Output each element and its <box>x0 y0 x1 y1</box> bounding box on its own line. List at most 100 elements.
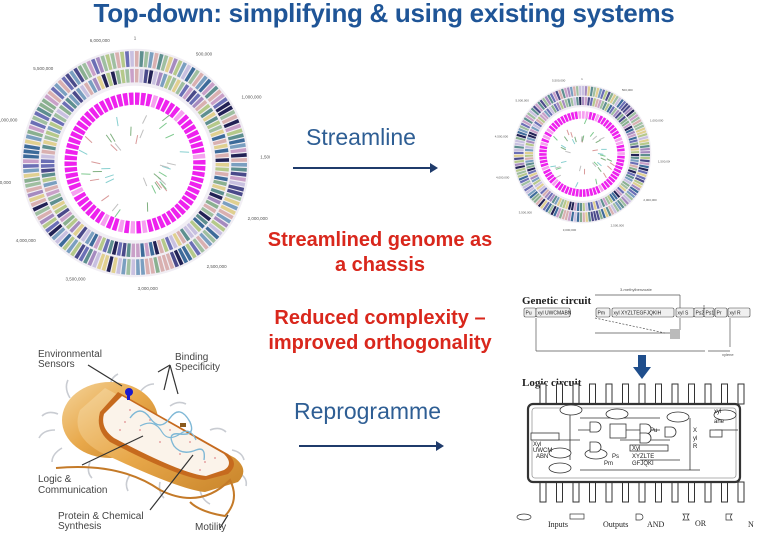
streamline-label: Streamline <box>306 124 416 150</box>
reduced-complexity-text: Reduced complexity – improved orthogonal… <box>240 306 520 356</box>
label-logic-1: Logic & <box>38 474 72 485</box>
legend-input-symbol <box>516 513 532 521</box>
gene-label: Pu <box>526 311 532 317</box>
chip-pin <box>688 383 695 405</box>
legend-not-symbol <box>725 513 733 521</box>
gene-label: xyl UWCMABN <box>538 311 572 317</box>
large-genome-tick-label: 1 <box>134 36 137 41</box>
streamlined-line-1: Streamlined genome as <box>267 229 493 251</box>
small-genome-tick-label: 2,000,000 <box>643 198 657 202</box>
chip-pin <box>556 383 563 405</box>
label-binding-specificity-2: Specificity <box>175 362 220 373</box>
dna-strand-2 <box>139 422 197 441</box>
legend-or: OR <box>695 519 707 528</box>
gene-label: Pm <box>598 311 606 317</box>
logic-inner-label: yl <box>693 436 697 442</box>
small-genome-tick-label: 1 <box>581 77 583 81</box>
large-genome-tick-label: 3,500,000 <box>66 276 87 281</box>
gene-box <box>714 307 728 318</box>
gene-box <box>595 307 611 318</box>
and-gates <box>589 421 677 453</box>
gene-label: Pr <box>717 311 722 317</box>
legend-outputs: Outputs <box>603 520 628 529</box>
label-binding-specificity-1: Binding <box>175 352 208 363</box>
output-nodes <box>530 423 723 452</box>
small-genome-tick-label: 500,000 <box>622 88 633 92</box>
small-genome-tick-label: 2,500,000 <box>611 224 625 228</box>
chip-pin <box>589 481 596 503</box>
genetic-bottom-label: xylene <box>722 352 734 357</box>
legend-n: N <box>748 520 754 529</box>
chip-pin <box>704 481 712 503</box>
small-genome-tick-label: 4,500,000 <box>495 134 509 138</box>
chip-pin <box>622 481 629 503</box>
small-genome-tick-label: 4,000,000 <box>496 176 510 180</box>
operator-grid <box>670 329 680 339</box>
legend-inputs: Inputs <box>548 520 568 529</box>
small-genome-inner-features <box>550 118 615 188</box>
large-genome-tick-label: 2,000,000 <box>248 216 269 221</box>
gene-label: xyl XYZLTEGFJQKIH <box>614 311 662 317</box>
logic-inner-label: ABN <box>536 454 548 460</box>
chip-pin <box>737 383 745 405</box>
chip-pin <box>737 481 745 503</box>
gene-label: xyl S <box>678 311 690 317</box>
genetic-circuit-heading: Genetic circuit <box>522 295 591 307</box>
gene-box <box>703 307 715 318</box>
small-genome-tick-label: 1,500,000 <box>658 159 670 163</box>
chip-pin <box>556 481 563 503</box>
chip-pin <box>605 481 613 503</box>
label-protein-1: Protein & Chemical <box>58 511 144 522</box>
small-genome-inner <box>535 107 629 201</box>
chip-pin <box>589 383 596 405</box>
chip-pins-bottom <box>539 481 745 503</box>
label-logic-2: Communication <box>38 485 107 496</box>
chip-pin <box>572 481 580 503</box>
logic-inner-label: Xyl <box>632 446 640 452</box>
small-genome-magenta-ring <box>539 111 625 197</box>
small-genome-tick-label: 5,500,000 <box>552 79 566 83</box>
large-genome-tick-label: 4,000,000 <box>16 238 37 243</box>
small-genome-tick-label: 1,000,000 <box>650 119 664 123</box>
legend-and-symbol <box>635 513 644 521</box>
large-genome-tick-label: 4,500,000 <box>0 180 11 185</box>
logic-circuit-heading: Logic circuit <box>522 377 582 389</box>
ribosomes <box>119 409 216 471</box>
chip-pin <box>721 383 728 405</box>
sensor-stem <box>127 394 130 400</box>
logic-inner-label: ahe <box>714 419 725 425</box>
chip-pin <box>539 383 547 405</box>
flagellum <box>55 465 235 518</box>
gene-box <box>611 307 675 318</box>
large-genome-tick-label: 6,000,000 <box>90 38 111 43</box>
small-genome-tick-label: 5,000,000 <box>516 98 530 102</box>
genome-map-large: 1500,0001,000,0001,500,0002,000,0002,500… <box>0 36 270 291</box>
large-genome-tick-label: 5,500,000 <box>33 66 54 71</box>
chip-pin <box>638 481 646 503</box>
reduced-line-1: Reduced complexity – <box>274 307 486 329</box>
gene-box <box>727 307 751 318</box>
label-environmental-sensors-1: Environmental <box>38 349 102 360</box>
large-genome-tick-label: 1,000,000 <box>241 95 262 100</box>
slide-title: Top-down: simplifying & using existing s… <box>93 0 675 28</box>
chip-pin <box>721 481 728 503</box>
large-genome-inner-features <box>78 114 190 218</box>
large-genome-tick-label: 1,500,000 <box>260 155 270 160</box>
chip-pin <box>704 383 712 405</box>
large-genome-magenta-ring <box>64 92 206 234</box>
logic-circuit: Logic circuit XylUWCMABNXylXYZLTEGFJQKIP… <box>516 377 754 529</box>
logic-inner-label: Ps <box>612 454 619 460</box>
chip-pin <box>572 383 580 405</box>
logic-inner-label: X <box>693 428 697 434</box>
large-genome-tick-label: 5,000,000 <box>0 117 18 122</box>
large-genome-second-ring <box>40 68 230 258</box>
chip-pin <box>688 481 695 503</box>
chip-body <box>526 402 742 484</box>
large-genome-tick-label: 3,000,000 <box>138 286 159 291</box>
chip-pin <box>671 481 679 503</box>
label-protein-2: Synthesis <box>58 521 101 532</box>
large-genome-outer-ring <box>23 51 247 275</box>
gene-label: Ps1 <box>706 311 715 317</box>
